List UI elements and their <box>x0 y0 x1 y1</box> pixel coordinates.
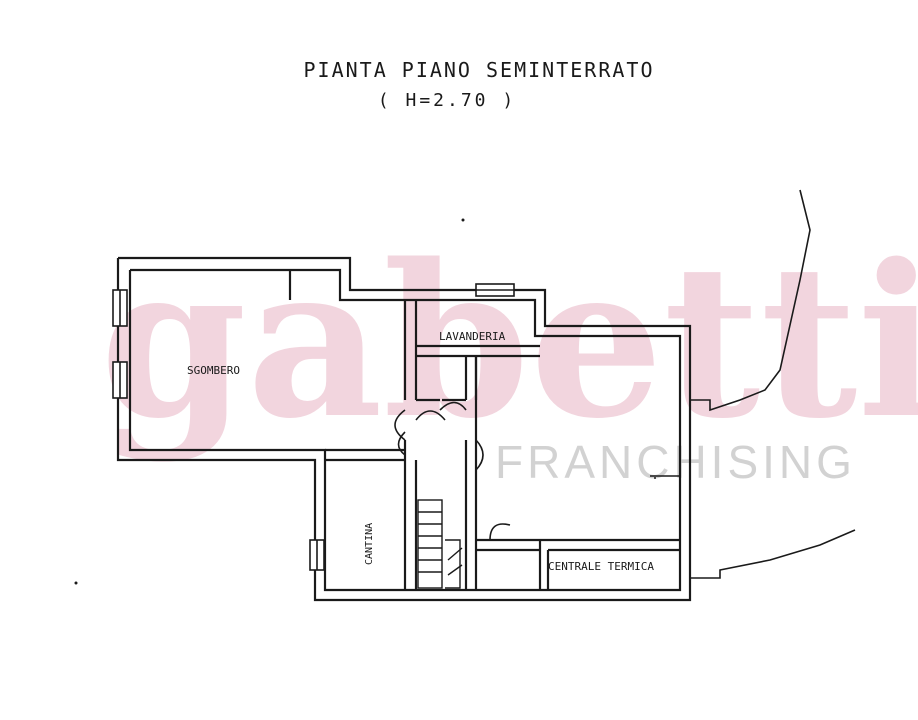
watermark-logo: gabetti <box>100 218 918 465</box>
scan-specks <box>74 218 656 585</box>
room-label-cantina: CANTINA <box>364 523 375 565</box>
room-label-lavanderia: LAVANDERIA <box>439 330 506 343</box>
plan-title: PIANTA PIANO SEMINTERRATO <box>303 58 655 82</box>
watermark-tagline: FRANCHISING <box>495 436 856 488</box>
windows <box>112 283 515 571</box>
door-swings <box>394 401 511 541</box>
room-label-sgombero: SGOMBERO <box>187 364 240 377</box>
watermark-brand: gabetti <box>100 218 918 465</box>
walls <box>116 189 856 602</box>
room-label-centrale-termica: CENTRALE TERMICA <box>548 560 654 573</box>
plan-height-note: ( H=2.70 ) <box>377 90 517 111</box>
staircase <box>417 499 463 589</box>
